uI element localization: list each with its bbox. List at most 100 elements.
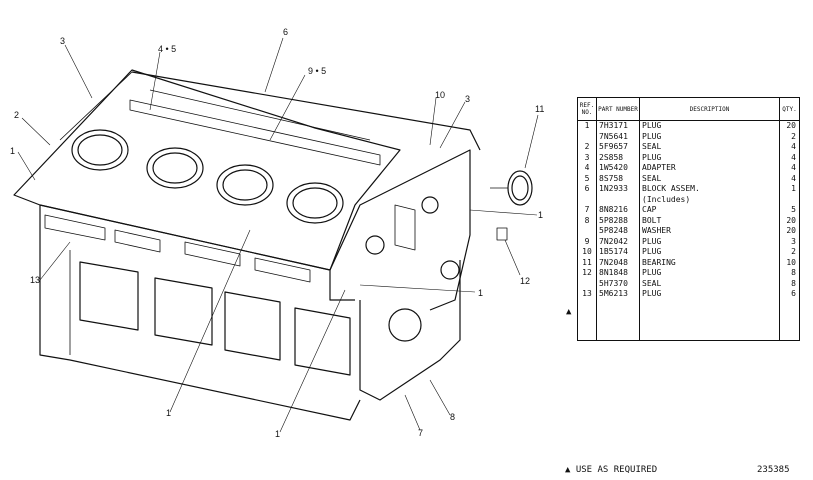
part-number-cell: 5P8288 — [596, 215, 640, 226]
table-header-row: REF. NO. PART NUMBER DESCRIPTION QTY. — [577, 97, 800, 121]
callout-10: 10 — [435, 90, 446, 100]
qty-cell: 4 — [779, 163, 800, 174]
description-cell: BLOCK ASSEM. — [639, 184, 780, 195]
part-number-cell: 8S758 — [596, 173, 640, 184]
ref-cell: 6 — [577, 184, 597, 195]
part-number-cell: 7N2048 — [596, 257, 640, 268]
part-number-cell: 1N2933 — [596, 184, 640, 195]
table-row: (Includes) — [577, 194, 800, 205]
description-cell: PLUG — [639, 131, 780, 142]
part-number-cell: 5H7370 — [596, 278, 640, 289]
part-number-cell: 1W5420 — [596, 163, 640, 174]
qty-cell: 8 — [779, 278, 800, 289]
ref-cell — [577, 278, 597, 289]
qty-cell — [779, 194, 800, 205]
ref-cell: 5 — [577, 173, 597, 184]
ref-cell: 13 — [577, 289, 597, 300]
callout-8: 8 — [450, 412, 456, 422]
qty-cell: 20 — [779, 226, 800, 237]
callout-9-5: 9 • 5 — [308, 66, 327, 76]
description-cell: BOLT — [639, 215, 780, 226]
description-cell: SEAL — [639, 173, 780, 184]
callout-12: 12 — [520, 276, 531, 286]
callout-2: 2 — [14, 110, 20, 120]
part-number-cell: 7N2042 — [596, 236, 640, 247]
part-number-cell: 8N1848 — [596, 268, 640, 279]
qty-cell: 4 — [779, 173, 800, 184]
description-cell: WASHER — [639, 226, 780, 237]
ref-cell — [577, 194, 597, 205]
use-as-required-mark: ▲ — [566, 307, 572, 317]
cylinder-block-illustration — [13, 37, 539, 433]
qty-cell: 4 — [779, 142, 800, 153]
qty-cell: 1 — [779, 184, 800, 195]
description-cell: PLUG — [639, 247, 780, 258]
callout-4-5: 4 • 5 — [158, 44, 177, 54]
qty-cell: 6 — [779, 289, 800, 300]
ref-cell: 4 — [577, 163, 597, 174]
qty-cell: 3 — [779, 236, 800, 247]
callout-13: 13 — [30, 275, 41, 285]
part-number-cell — [596, 194, 640, 205]
ref-cell: 8 — [577, 215, 597, 226]
part-number-cell: 1B5174 — [596, 247, 640, 258]
ref-cell — [577, 226, 597, 237]
description-cell: BEARING — [639, 257, 780, 268]
ref-cell — [577, 131, 597, 142]
callout-6: 6 — [283, 27, 289, 37]
empty-cell — [596, 299, 640, 341]
description-cell: (Includes) — [639, 194, 780, 205]
description-cell: PLUG — [639, 152, 780, 163]
callout-1-right: 1 — [538, 210, 544, 220]
footnote: ▲ USE AS REQUIRED — [565, 465, 658, 475]
callout-7: 7 — [418, 428, 424, 438]
callout-1-left: 1 — [10, 146, 16, 156]
qty-cell: 20 — [779, 120, 800, 132]
header-ref-no: REF. NO. — [577, 97, 597, 121]
ref-cell: 3 — [577, 152, 597, 163]
part-number-cell: 7H3171 — [596, 120, 640, 132]
drawing-number: 235385 — [757, 465, 790, 475]
callout-1-bottom-left: 1 — [166, 408, 172, 418]
qty-cell: 20 — [779, 215, 800, 226]
callout-11: 11 — [535, 104, 545, 114]
description-cell: PLUG — [639, 268, 780, 279]
description-cell: PLUG — [639, 236, 780, 247]
ref-cell: 7 — [577, 205, 597, 216]
qty-cell: 4 — [779, 152, 800, 163]
callout-1-bottom: 1 — [275, 429, 281, 439]
ref-cell: 10 — [577, 247, 597, 258]
callout-1-rear: 1 — [478, 288, 484, 298]
ref-cell: 9 — [577, 236, 597, 247]
part-number-cell: 5P8248 — [596, 226, 640, 237]
qty-cell: 2 — [779, 131, 800, 142]
empty-cell — [639, 299, 780, 341]
qty-cell: 2 — [779, 247, 800, 258]
description-cell: PLUG — [639, 289, 780, 300]
part-number-cell: 7N5641 — [596, 131, 640, 142]
ref-cell: 11 — [577, 257, 597, 268]
part-number-cell: 5F9657 — [596, 142, 640, 153]
description-cell: PLUG — [639, 120, 780, 132]
ref-cell: 1 — [577, 120, 597, 132]
empty-cell — [779, 299, 800, 341]
ref-cell: 12 — [577, 268, 597, 279]
description-cell: SEAL — [639, 278, 780, 289]
ref-cell: 2 — [577, 142, 597, 153]
part-number-cell: 2S858 — [596, 152, 640, 163]
description-cell: CAP — [639, 205, 780, 216]
part-number-cell: 5M6213 — [596, 289, 640, 300]
